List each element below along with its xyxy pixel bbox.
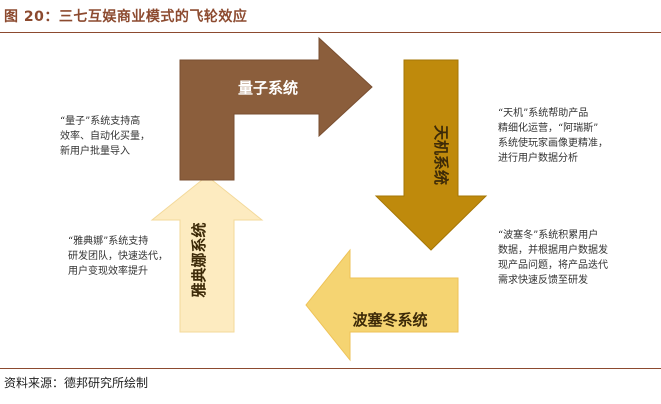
- segment-poseidon-arrow: [305, 248, 459, 362]
- note-tianji: “天机”系统帮助产品 精细化运营，“阿瑞斯” 系统使玩家画像更精准， 进行用户数…: [498, 106, 608, 166]
- segment-athena-arrow: [150, 175, 264, 333]
- note-line: 用户变现效率提升: [68, 266, 148, 277]
- note-line: “雅典娜”系统支持: [68, 236, 149, 247]
- note-line: 研发团队，快速迭代，: [68, 251, 168, 262]
- note-line: “量子”系统支持高: [60, 116, 141, 127]
- segment-quantum-label: 量子系统: [238, 79, 298, 97]
- source-note: 资料来源：德邦研究所绘制: [4, 376, 149, 390]
- note-line: 数据，并根据用户数据发: [498, 245, 608, 256]
- segment-quantum-arrow: [179, 36, 373, 181]
- note-athena: “雅典娜”系统支持 研发团队，快速迭代， 用户变现效率提升: [68, 234, 168, 279]
- note-line: 进行用户数据分析: [498, 153, 578, 164]
- segment-tianji-label: 天机系统: [432, 125, 450, 185]
- note-quantum: “量子”系统支持高 效率、自动化买量， 新用户批量导入: [60, 114, 150, 159]
- source-divider: [0, 368, 661, 369]
- segment-athena-label: 雅典娜系统: [190, 222, 208, 298]
- note-line: 需求快速反馈至研发: [498, 275, 588, 286]
- title-divider: [0, 32, 661, 33]
- note-line: 精细化运营，“阿瑞斯”: [498, 123, 599, 134]
- segment-poseidon-label: 波塞冬系统: [352, 311, 427, 329]
- note-poseidon: “波塞冬”系统积累用户 数据，并根据用户数据发 现产品问题，将产品迭代 需求快速…: [498, 228, 608, 288]
- note-line: 新用户批量导入: [60, 146, 130, 157]
- note-line: 系统使玩家画像更精准，: [498, 138, 608, 149]
- note-line: “波塞冬”系统积累用户: [498, 230, 599, 241]
- note-line: 现产品问题，将产品迭代: [498, 260, 608, 271]
- figure-title: 图 20：三七互娱商业模式的飞轮效应: [4, 9, 248, 25]
- note-line: “天机”系统帮助产品: [498, 108, 589, 119]
- segment-tianji-arrow: [374, 59, 488, 251]
- note-line: 效率、自动化买量，: [60, 131, 150, 142]
